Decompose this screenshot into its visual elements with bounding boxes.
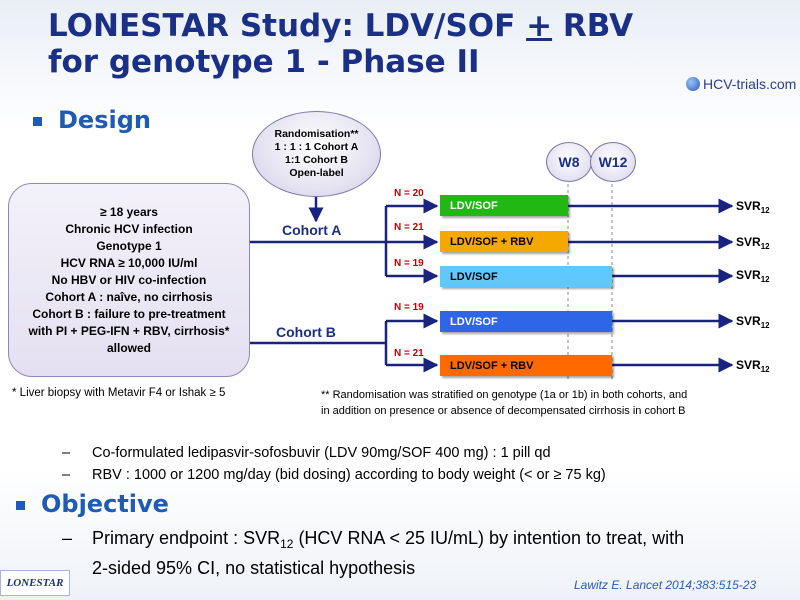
slide-title: LONESTAR Study: LDV/SOF + RBV for genoty… bbox=[48, 8, 633, 80]
cohort-a-label: Cohort A bbox=[282, 222, 342, 238]
svr12-label: SVR12 bbox=[736, 314, 770, 330]
objective-heading: Objective bbox=[41, 490, 169, 518]
treatment-arm-bar: LDV/SOF bbox=[440, 311, 612, 332]
svr-text: SVR bbox=[736, 235, 761, 249]
objective-item: –Primary endpoint : SVR12 (HCV RNA < 25 … bbox=[62, 528, 685, 578]
svr-subscript: 12 bbox=[760, 242, 770, 251]
design-heading: Design bbox=[58, 106, 151, 134]
rand-line: 1 : 1 : 1 Cohort A bbox=[274, 141, 359, 153]
inclusion-criteria-box: ≥ 18 years Chronic HCV infection Genotyp… bbox=[8, 183, 250, 377]
criteria-line: Cohort A : naîve, no cirrhosis bbox=[45, 289, 213, 304]
criteria-line: ≥ 18 years bbox=[100, 204, 158, 219]
arm-n-label: N = 19 bbox=[394, 258, 424, 269]
design-item: –RBV : 1000 or 1200 mg/day (bid dosing) … bbox=[62, 467, 606, 483]
rand-line: Randomisation** bbox=[274, 128, 359, 140]
square-bullet-icon bbox=[33, 117, 42, 126]
objective-text: 2-sided 95% CI, no statistical hypothesi… bbox=[92, 558, 416, 578]
logo-text: HCV-trials.com bbox=[703, 76, 797, 92]
week-12-bubble: W12 bbox=[590, 142, 636, 182]
footnote-line: ** Randomisation was stratified on genot… bbox=[321, 389, 688, 401]
title-line2: for genotype 1 - Phase II bbox=[48, 44, 480, 80]
arm-n-label: N = 21 bbox=[394, 222, 424, 233]
criteria-line: No HBV or HIV co-infection bbox=[51, 272, 207, 287]
treatment-arm-bar: LDV/SOF + RBV bbox=[440, 231, 568, 252]
design-item-text: Co-formulated ledipasvir-sofosbuvir (LDV… bbox=[92, 445, 551, 461]
rand-line: 1:1 Cohort B bbox=[284, 154, 348, 166]
svr12-label: SVR12 bbox=[736, 268, 770, 284]
svr12-label: SVR12 bbox=[736, 199, 770, 215]
objective-subscript: 12 bbox=[280, 537, 294, 551]
footnote-line: in addition on presence or absence of de… bbox=[321, 405, 686, 417]
design-item: –Co-formulated ledipasvir-sofosbuvir (LD… bbox=[62, 445, 551, 461]
treatment-arm-bar: LDV/SOF bbox=[440, 195, 568, 216]
cohort-b-label: Cohort B bbox=[276, 324, 336, 340]
svr-text: SVR bbox=[736, 358, 761, 372]
svr12-label: SVR12 bbox=[736, 235, 770, 251]
criteria-line: Chronic HCV infection bbox=[65, 221, 193, 236]
footnote-biopsy: * Liver biopsy with Metavir F4 or Ishak … bbox=[12, 387, 226, 399]
arm-n-label: N = 19 bbox=[394, 302, 424, 313]
footnote-randomisation: ** Randomisation was stratified on genot… bbox=[321, 387, 687, 419]
svr-text: SVR bbox=[736, 199, 761, 213]
arm-n-label: N = 20 bbox=[394, 188, 424, 199]
treatment-arm-bar: LDV/SOF + RBV bbox=[440, 355, 612, 376]
criteria-line: with PI + PEG-IFN + RBV, cirrhosis* bbox=[28, 323, 230, 338]
randomisation-bubble: Randomisation** 1 : 1 : 1 Cohort A 1:1 C… bbox=[252, 111, 381, 197]
criteria-line: Cohort B : failure to pre-treatment bbox=[32, 306, 226, 321]
citation: Lawitz E. Lancet 2014;383:515-23 bbox=[574, 578, 757, 592]
site-logo[interactable]: HCV-trials.com bbox=[686, 76, 796, 92]
title-line1-a: LONESTAR Study: LDV/SOF bbox=[48, 8, 527, 44]
svr12-label: SVR12 bbox=[736, 358, 770, 374]
objective-text: Primary endpoint : SVR bbox=[92, 528, 281, 548]
svr-subscript: 12 bbox=[760, 206, 770, 215]
study-tag: LONESTAR bbox=[0, 570, 70, 596]
svr-subscript: 12 bbox=[760, 365, 770, 374]
globe-icon bbox=[686, 77, 700, 91]
svr-subscript: 12 bbox=[760, 321, 770, 330]
svr-text: SVR bbox=[736, 268, 761, 282]
design-item-text: RBV : 1000 or 1200 mg/day (bid dosing) a… bbox=[92, 467, 606, 483]
criteria-line: Genotype 1 bbox=[96, 238, 162, 253]
criteria-line: HCV RNA ≥ 10,000 IU/ml bbox=[60, 255, 198, 270]
svr-subscript: 12 bbox=[760, 275, 770, 284]
svr-text: SVR bbox=[736, 314, 761, 328]
week-8-bubble: W8 bbox=[546, 142, 592, 182]
square-bullet-icon bbox=[16, 501, 25, 510]
title-plus-minus: + bbox=[526, 8, 553, 44]
criteria-line: allowed bbox=[106, 340, 151, 355]
objective-text: (HCV RNA < 25 IU/mL) by intention to tre… bbox=[293, 528, 685, 548]
rand-line: Open-label bbox=[289, 167, 344, 179]
treatment-arm-bar: LDV/SOF bbox=[440, 266, 612, 287]
title-line1-b: RBV bbox=[552, 8, 634, 44]
arm-n-label: N = 21 bbox=[394, 348, 424, 359]
